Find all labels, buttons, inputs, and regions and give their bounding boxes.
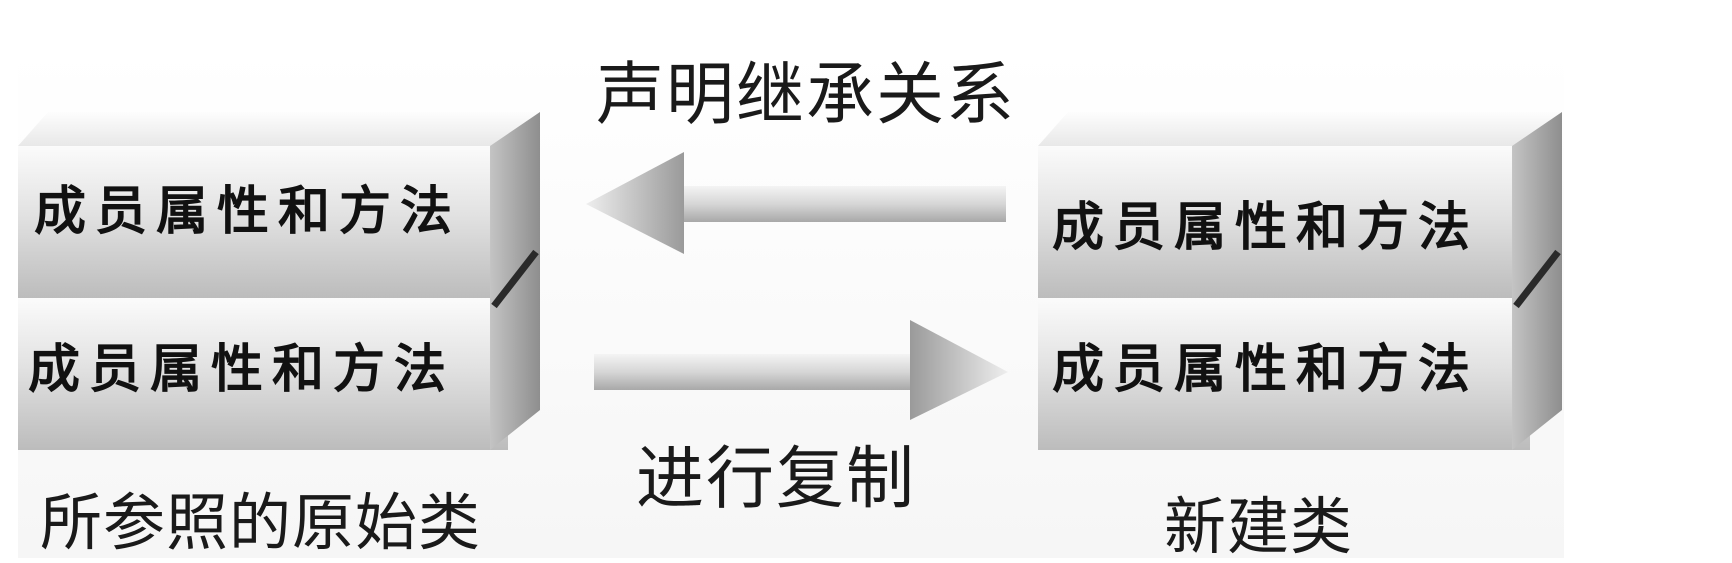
original-class-caption: 所参照的原始类 [40, 486, 482, 559]
original-layer-label: 成员属性和方法 [28, 339, 456, 400]
block-top-face [1038, 112, 1562, 146]
original-layer-label: 成员属性和方法 [34, 181, 462, 242]
block-lower-layer [1038, 298, 1530, 450]
layer-divider-mark [491, 249, 539, 309]
arrow-head-left [586, 152, 684, 254]
arrow-shaft [594, 354, 924, 390]
new-class-block [1038, 112, 1562, 450]
copy-caption: 进行复制 [636, 440, 917, 519]
inheritance-caption: 声明继承关系 [596, 56, 1017, 135]
new-layer-label: 成员属性和方法 [1052, 197, 1480, 258]
new-layer-label: 成员属性和方法 [1052, 339, 1480, 400]
block-lower-layer [18, 298, 508, 450]
inheritance-arrow [586, 152, 1006, 254]
block-top-face [18, 112, 540, 146]
block-upper-layer [18, 146, 508, 298]
arrow-head-right [910, 320, 1008, 420]
layer-divider-mark [1513, 249, 1561, 309]
copy-arrow [594, 320, 1008, 420]
new-class-caption: 新建类 [1164, 490, 1354, 563]
original-class-block [18, 112, 540, 450]
block-upper-layer [1038, 146, 1530, 298]
arrow-shaft [676, 186, 1006, 222]
